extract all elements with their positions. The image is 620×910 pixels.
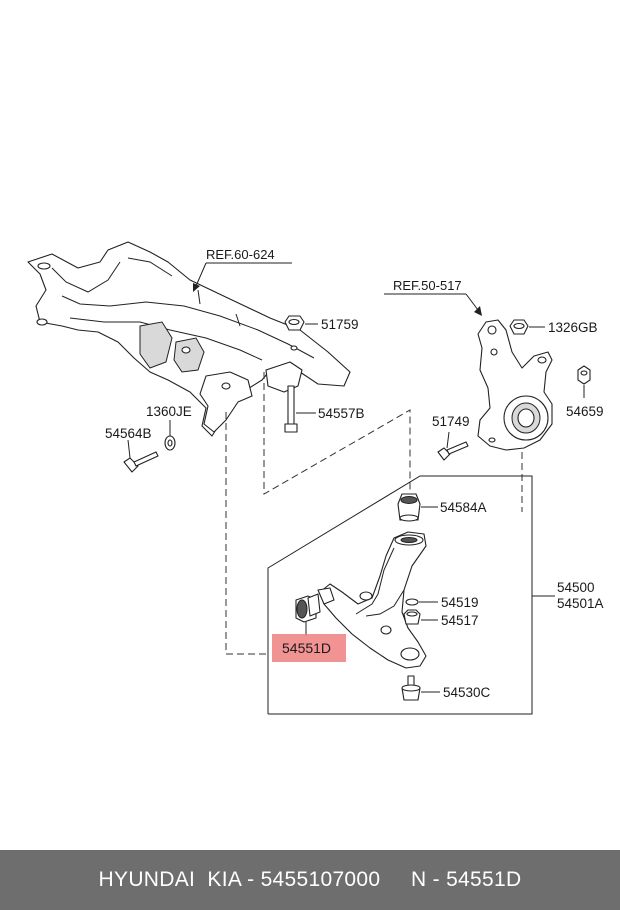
bolt-54564B — [123, 451, 159, 473]
nut-54659 — [577, 365, 591, 385]
washer-54519 — [405, 598, 419, 606]
label-54551D: 54551D — [282, 640, 331, 656]
label-54659: 54659 — [566, 404, 604, 419]
bushing-54584A — [397, 493, 421, 522]
subframe-crossmember — [27, 241, 351, 437]
bolt-54557B — [284, 385, 298, 433]
label-51749: 51749 — [432, 414, 470, 429]
label-1360JE: 1360JE — [146, 404, 192, 419]
label-54501A: 54501A — [557, 596, 604, 611]
bushing-54551D — [295, 593, 321, 623]
steering-knuckle — [477, 319, 553, 451]
label-51759: 51759 — [321, 317, 359, 332]
label-54557B: 54557B — [318, 406, 365, 421]
label-54584A: 54584A — [440, 500, 487, 515]
footer-part-number: HYUNDAI KIA - 5455107000 N - 54551D — [98, 868, 522, 891]
footer-bar: HYUNDAI KIA - 5455107000 N - 54551D — [0, 850, 620, 910]
label-54517: 54517 — [441, 613, 479, 628]
parts-diagram: REF.60-624 51759 54557B 1360JE 54564B — [27, 241, 604, 715]
highlight-54551D — [272, 634, 346, 662]
bolt-51749 — [437, 441, 469, 461]
label-54530C: 54530C — [443, 685, 491, 700]
ref-subframe-label: REF.60-624 — [206, 247, 275, 262]
label-54519: 54519 — [441, 595, 479, 610]
ref-knuckle-label: REF.50-517 — [393, 278, 462, 293]
ball-joint-54530C — [401, 675, 421, 701]
lower-control-arm — [317, 531, 427, 669]
nut-1326GB — [509, 319, 529, 335]
label-54564B: 54564B — [105, 426, 152, 441]
nut-51759 — [284, 315, 305, 331]
washer-1360JE — [164, 435, 176, 451]
label-1326GB: 1326GB — [548, 320, 598, 335]
nut-54517 — [403, 609, 421, 625]
label-54500: 54500 — [557, 580, 595, 595]
